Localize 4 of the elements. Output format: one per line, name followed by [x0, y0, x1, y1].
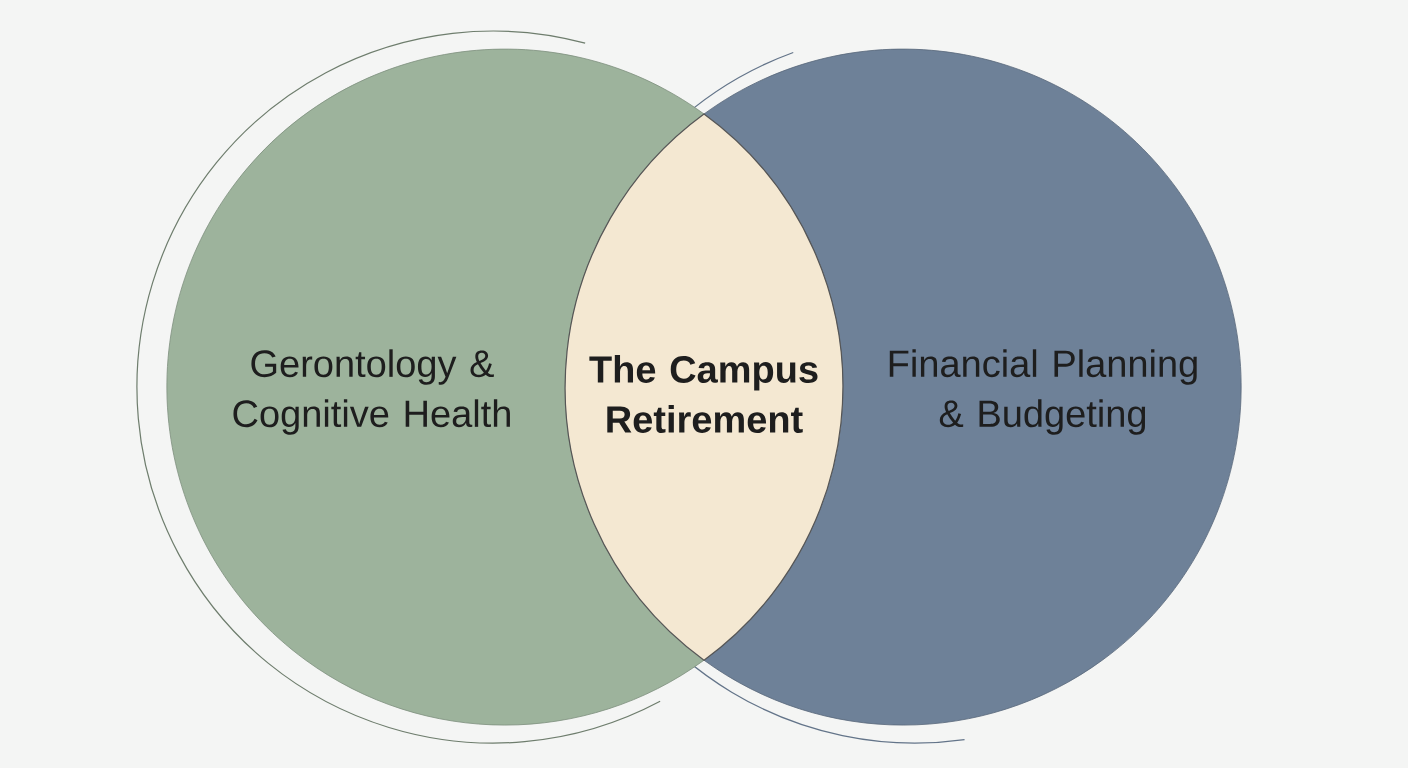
venn-label: Gerontology & Cognitive Health — [233, 349, 510, 435]
overlap-lens — [564, 113, 844, 661]
venn-label: Financial Planning & Budgeting — [889, 349, 1197, 435]
venn-label: The Campus Retirement — [589, 355, 818, 433]
